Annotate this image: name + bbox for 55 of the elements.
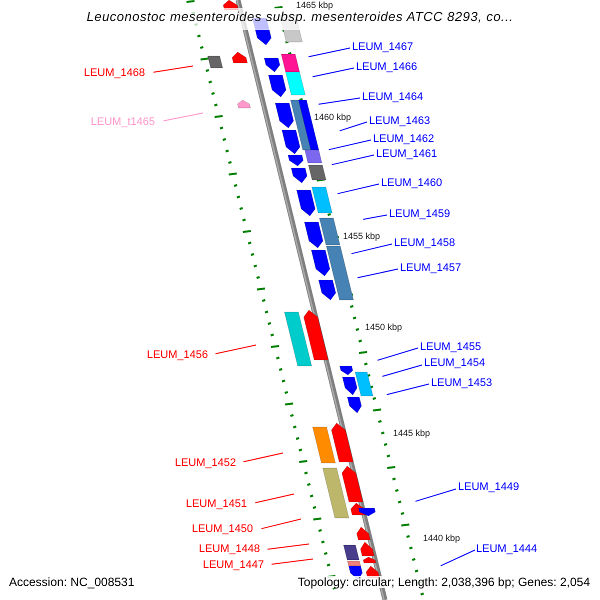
gene-label: LEUM_1468 [84,67,145,79]
gene-label: LEUM_1455 [420,341,482,353]
gene-label: LEUM_1450 [192,523,253,535]
leader-line [215,344,256,354]
map-title: Leuconostoc mesenteroides subsp. mesenteroides ATCC 8293, co... [86,11,514,23]
gene-label: LEUM_1463 [369,115,430,127]
gene-label: LEUM_1456 [146,349,208,361]
leader-line [254,494,294,504]
scale-label: 1450 kbp [365,322,402,332]
leader-line [357,268,398,278]
leader-line [339,122,368,132]
leader-line [415,488,456,502]
leader-line [308,48,350,58]
gene-label: LEUM_1462 [373,133,434,145]
leader-line [440,550,476,566]
leader-line [362,214,388,220]
leader-line [377,348,418,361]
gene-label: LEUM_1458 [394,237,456,249]
gene-label: LEUM_1454 [424,357,486,369]
gene-label: LEUM_1464 [362,91,424,103]
gene-label: LEUM_1466 [356,61,418,73]
gene-label: LEUM_1444 [476,543,538,555]
gene-label: LEUM_t1465 [90,116,155,128]
gene-label: LEUM_1453 [431,377,492,389]
leader-line [351,244,392,254]
leader-line [318,98,360,105]
scale-label: 1465 kbp [296,0,334,10]
gene-label: LEUM_1459 [389,208,450,220]
leader-line [382,364,422,377]
leader-line [162,112,204,122]
gene-label: LEUM_1447 [202,559,264,571]
gene-label: LEUM_1448 [198,543,260,555]
leader-line [152,66,194,73]
leader-line [260,518,302,530]
leader-line [328,140,372,150]
scale-label: 1460 kbp [314,112,352,122]
gene-label: LEUM_1467 [352,41,414,53]
leader-line [386,384,430,396]
scale-label: 1455 kbp [343,231,380,241]
leader-line [271,558,314,565]
leader-line [242,452,284,462]
gene-label: LEUM_1460 [381,177,442,189]
gene-label: LEUM_1451 [186,498,247,510]
footer-text: Accession: NC_008531 [7,576,136,588]
scale-label: 1445 kbp [393,428,430,438]
gene-label: LEUM_1449 [458,481,520,493]
gene-label: LEUM_1457 [400,262,462,274]
leader-line [267,544,310,550]
gene-label: LEUM_1461 [376,148,438,160]
gene-label: LEUM_1452 [174,457,236,469]
footer-text: Topology: circular; Length: 2,038,396 bp; Genes: 2,054 [296,576,592,588]
leader-line [312,68,354,78]
leader-line [331,154,374,166]
scale-label: 1440 kbp [423,533,460,543]
leader-line [337,184,380,194]
